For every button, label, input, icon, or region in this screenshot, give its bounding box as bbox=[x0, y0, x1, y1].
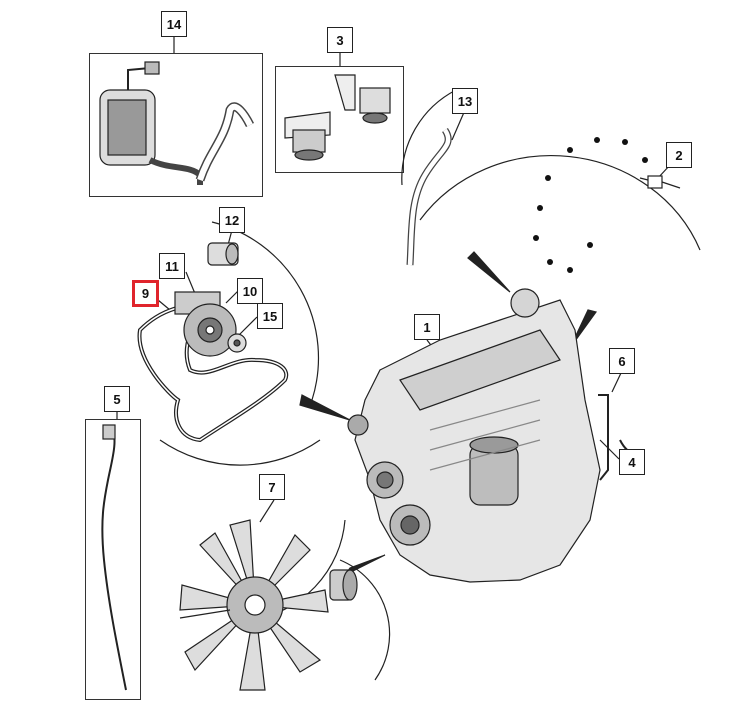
idler-part-12 bbox=[207, 242, 239, 266]
detail-arc-13 bbox=[401, 89, 457, 186]
callout-11: 11 bbox=[159, 253, 185, 279]
callout-6: 6 bbox=[609, 348, 635, 374]
pointer-13 bbox=[467, 251, 511, 293]
part-3-drawing bbox=[284, 74, 391, 161]
part-14-drawing bbox=[99, 61, 255, 185]
callout-3: 3 bbox=[327, 27, 353, 53]
frame-part-5 bbox=[85, 419, 141, 700]
callout-9: 9 bbox=[132, 280, 159, 307]
callout-10: 10 bbox=[237, 278, 263, 304]
detail-arc-flywheel bbox=[419, 155, 701, 251]
leader-9 bbox=[157, 299, 171, 311]
callout-7: 7 bbox=[259, 474, 285, 500]
pulley-part-10 bbox=[183, 303, 237, 357]
callout-4: 4 bbox=[619, 449, 645, 475]
leader-4 bbox=[599, 439, 620, 460]
callout-12: 12 bbox=[219, 207, 245, 233]
leader-10 bbox=[225, 290, 239, 304]
callout-14: 14 bbox=[161, 11, 187, 37]
callout-5: 5 bbox=[104, 386, 130, 412]
idler-part-15 bbox=[227, 333, 247, 353]
detail-arc-belt bbox=[211, 221, 319, 401]
callout-15: 15 bbox=[257, 303, 283, 329]
leader-7 bbox=[259, 499, 275, 523]
pointer-belt bbox=[299, 394, 351, 421]
callout-1: 1 bbox=[414, 314, 440, 340]
detail-arc-belt-lower bbox=[159, 439, 321, 466]
leader-15 bbox=[237, 316, 258, 337]
dipstick-part-5 bbox=[101, 424, 127, 691]
callout-13: 13 bbox=[452, 88, 478, 114]
frame-part-3 bbox=[275, 66, 404, 173]
engine-part-1 bbox=[347, 288, 601, 583]
leader-6 bbox=[611, 372, 622, 393]
flywheel-bolt-holes bbox=[533, 137, 648, 273]
frame-part-14 bbox=[89, 53, 263, 197]
bolt-part-2 bbox=[639, 175, 681, 189]
fan-spacer bbox=[329, 569, 358, 601]
fan-part-7 bbox=[179, 519, 329, 691]
leader-13 bbox=[451, 109, 466, 141]
callout-2: 2 bbox=[666, 142, 692, 168]
